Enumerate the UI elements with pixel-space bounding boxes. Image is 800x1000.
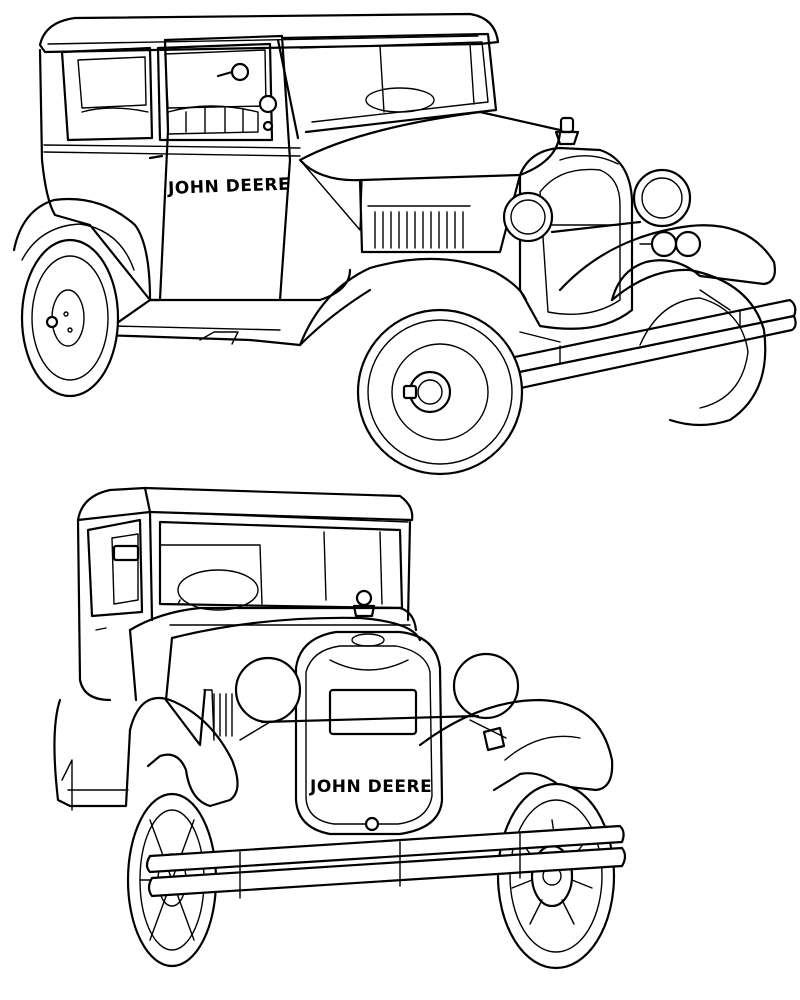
- door-lettering: JOHN DEERE: [167, 175, 291, 199]
- plate-lettering: JOHN DEERE: [309, 777, 432, 797]
- car-side-view: JOHN DEERE: [12, 12, 797, 476]
- car-front-view: JOHN DEERE: [53, 486, 627, 970]
